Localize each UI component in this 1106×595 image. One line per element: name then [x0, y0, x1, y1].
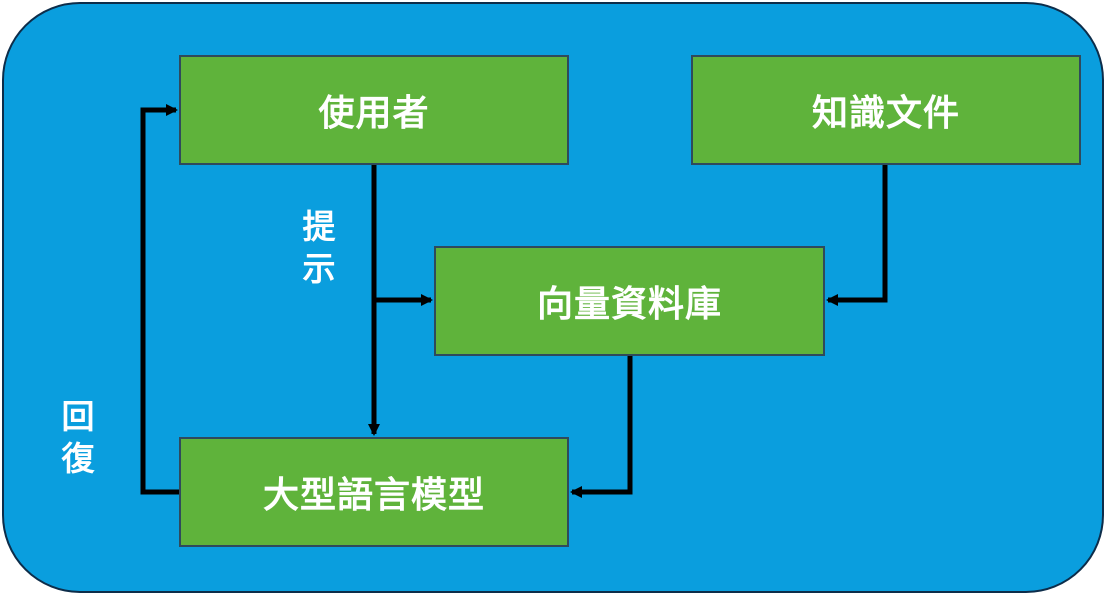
- edge-label-prompt: 提 示: [302, 207, 336, 288]
- arrow-docs-to-vector-db: [826, 165, 888, 306]
- node-user-label: 使用者: [318, 93, 430, 134]
- node-llm: 大型語言模型: [179, 437, 569, 547]
- edge-label-reply: 回 復: [61, 397, 95, 478]
- node-knowledge-docs: 知識文件: [691, 55, 1081, 165]
- arrow-vector-db-to-llm: [570, 356, 633, 498]
- arrow-llm-to-user: [140, 104, 179, 495]
- node-vector-db-label: 向量資料庫: [536, 284, 722, 325]
- node-knowledge-docs-label: 知識文件: [811, 93, 960, 134]
- node-vector-db: 向量資料庫: [434, 246, 825, 356]
- node-llm-label: 大型語言模型: [262, 475, 485, 516]
- node-user: 使用者: [179, 55, 569, 165]
